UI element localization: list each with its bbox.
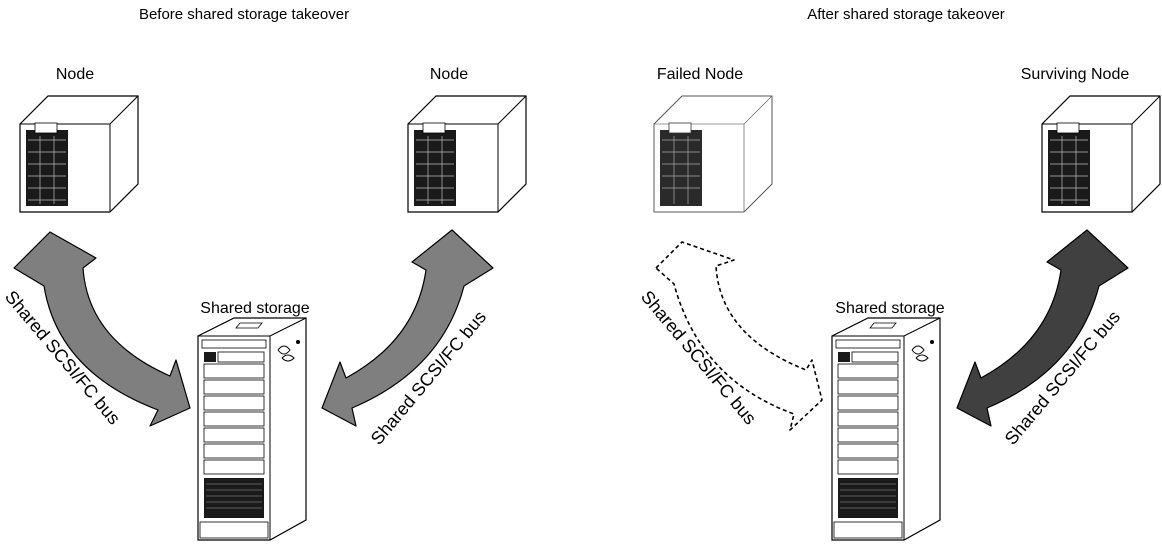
bus-left-arrow [13, 231, 191, 427]
failed-bus-label: Shared SCSI/FC bus [637, 287, 760, 429]
failed-node-server-icon [653, 95, 773, 213]
node-right-server-icon [407, 95, 527, 213]
shared-storage-rack-icon [197, 317, 307, 541]
bus-right-arrow [321, 229, 494, 427]
panel-after-title: After shared storage takeover [807, 6, 1005, 23]
failed-bus-arrow [655, 241, 823, 431]
panel-after: After shared storage takeover Failed Nod… [637, 6, 1161, 541]
node-left-label: Node [56, 66, 94, 83]
failed-node-label: Failed Node [657, 66, 743, 83]
panel-before-title: Before shared storage takeover [139, 6, 349, 23]
surviving-node-server-icon [1041, 95, 1161, 213]
storage-label: Shared storage [200, 300, 310, 317]
node-right-label: Node [430, 66, 468, 83]
storage-after-label: Shared storage [835, 300, 945, 317]
surviving-bus-arrow [956, 229, 1129, 427]
panel-before: Before shared storage takeover Node Node… [1, 6, 527, 541]
node-left-server-icon [19, 95, 139, 213]
surviving-node-label: Surviving Node [1021, 66, 1130, 83]
shared-storage-after-rack-icon [831, 317, 941, 541]
